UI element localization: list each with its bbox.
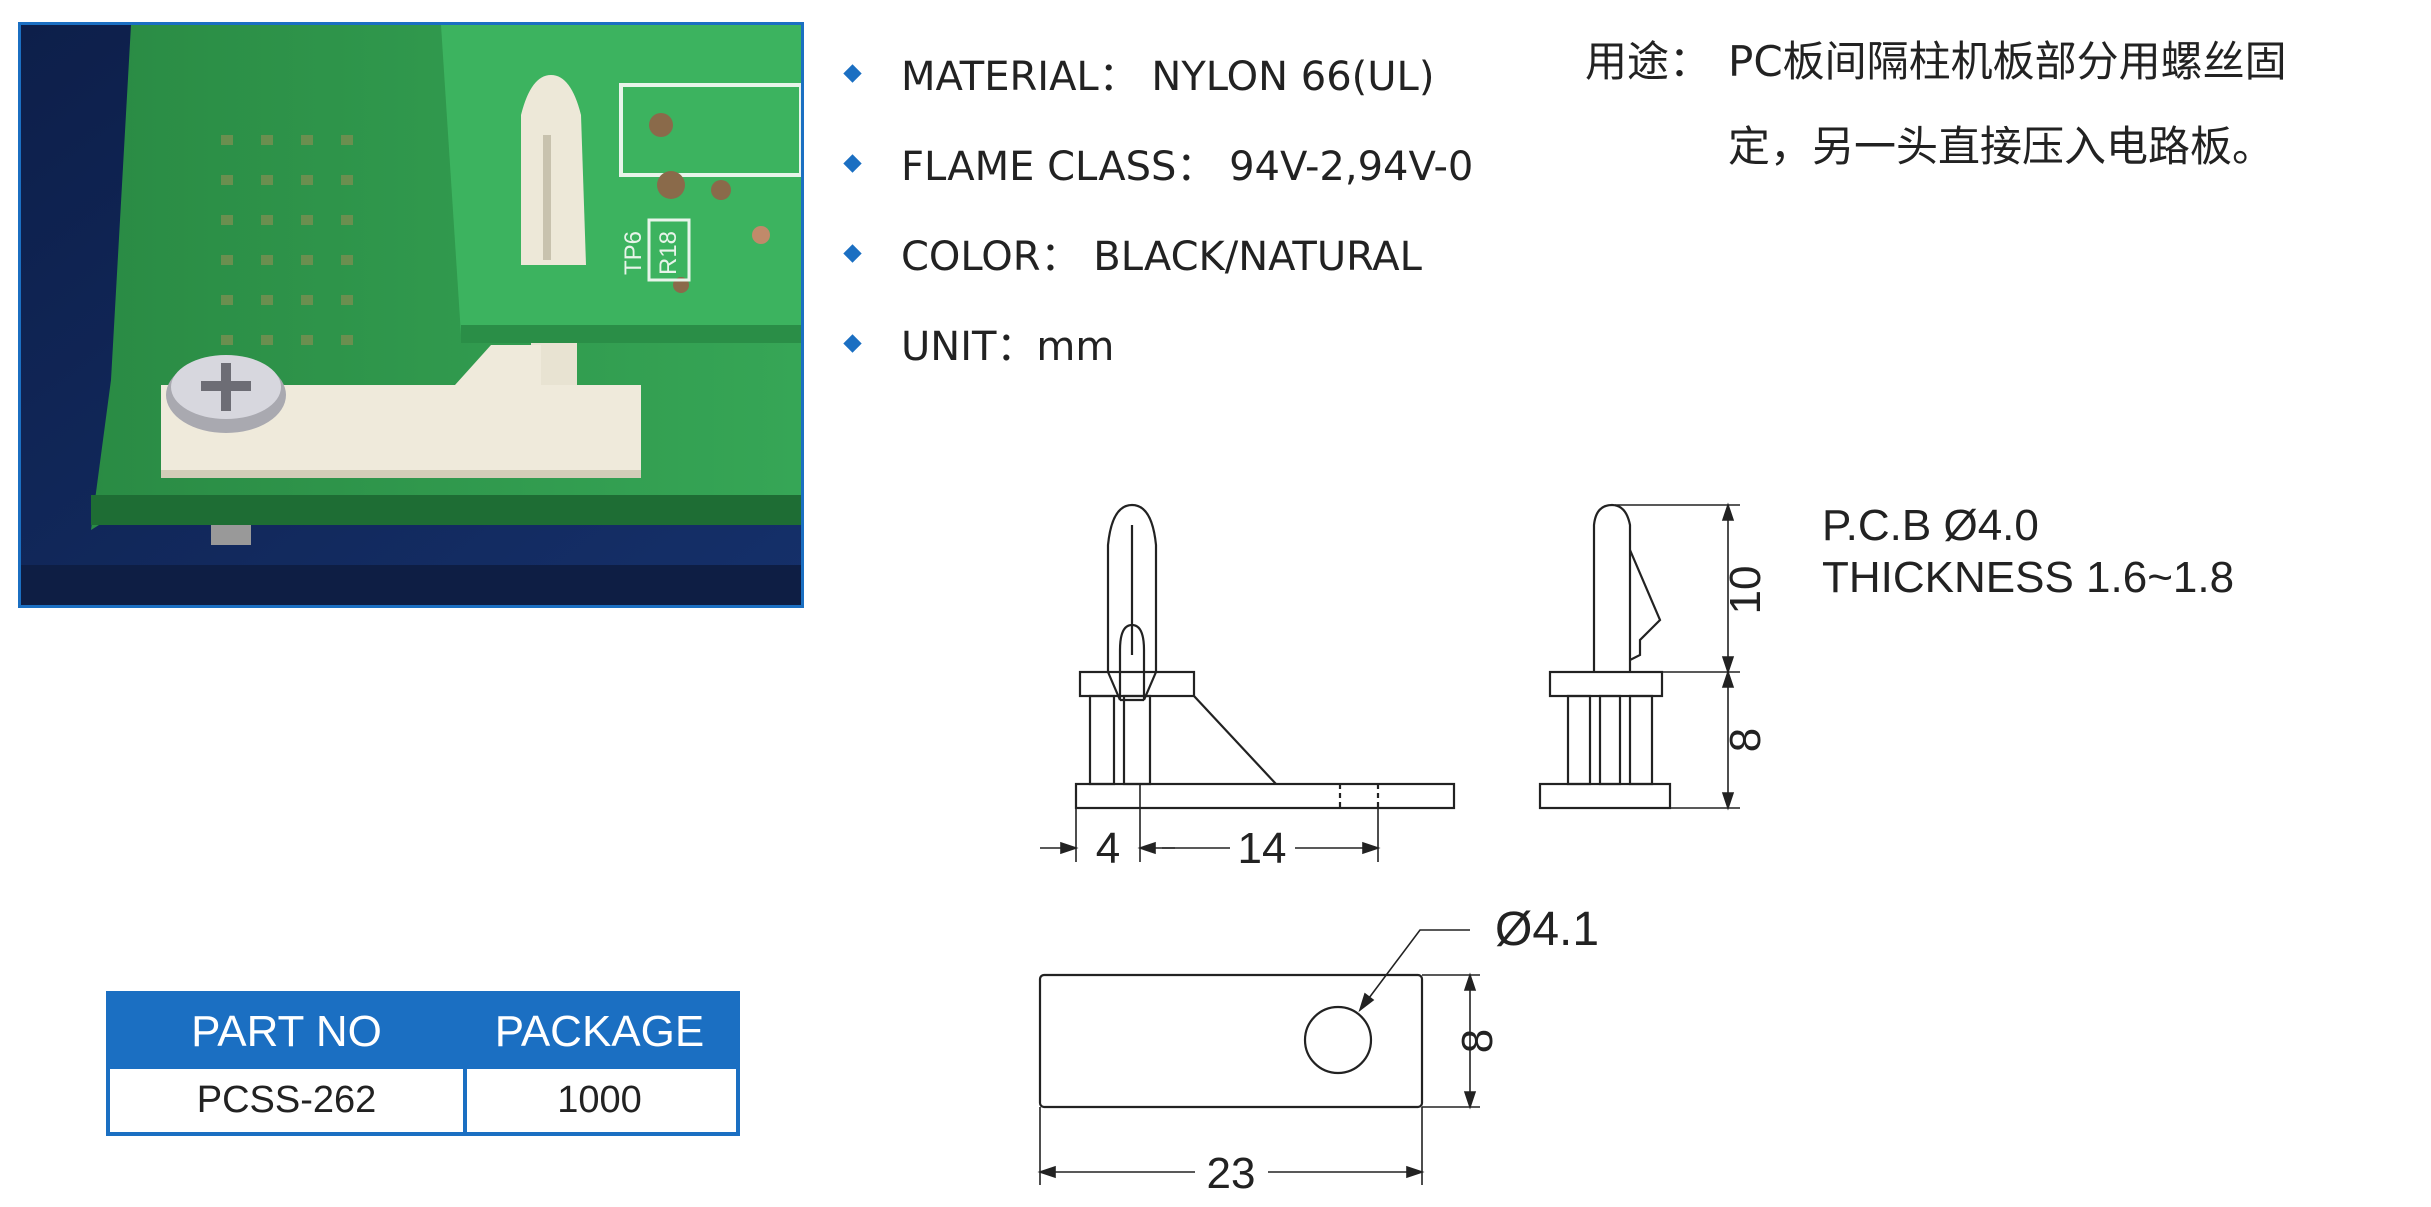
part-table-header [110, 995, 736, 1069]
spec-color-text: COLOR： BLACK/NATURAL [901, 234, 1422, 280]
part-table: PART NO PACKAGE PCSS-262 1000 [106, 991, 740, 1136]
dim-14-label: 14 [1238, 824, 1287, 873]
pcb-label-r18: R18 [655, 231, 682, 275]
pcb-thickness-label: THICKNESS 1.6~1.8 [1822, 553, 2234, 602]
spec-unit: UNIT：mm [840, 298, 1473, 388]
dim-23-label: 23 [1207, 1149, 1256, 1198]
front-view [1074, 503, 1456, 810]
part-no-value: PCSS-262 [196, 1079, 377, 1121]
usage-line-1: PC板间隔柱机板部分用螺丝固 [1728, 37, 2287, 86]
dim-hole-label: Ø4.1 [1495, 903, 1599, 956]
package-value: 1000 [557, 1079, 642, 1121]
front-dimensions [1040, 784, 1381, 862]
side-view [1538, 503, 1672, 810]
pcb-hole-label: P.C.B Ø4.0 [1822, 501, 2039, 550]
table-divider [463, 1069, 467, 1132]
spec-color: COLOR： BLACK/NATURAL [840, 208, 1473, 298]
bottom-view [1038, 973, 1424, 1109]
side-dimensions [1615, 502, 1740, 811]
pcb-label-tp6: TP6 [620, 231, 647, 275]
part-no-header: PART NO [191, 1007, 382, 1056]
spec-flame-class-text: FLAME CLASS： 94V-2,94V-0 [901, 144, 1474, 190]
usage-line-2: 定，另一头直接压入电路板。 [1728, 122, 2275, 171]
spec-material-text: MATERIAL： NYLON 66(UL) [901, 54, 1435, 100]
usage-label: 用途： [1585, 37, 1712, 86]
spec-material: MATERIAL： NYLON 66(UL) [840, 28, 1473, 118]
spec-unit-text: UNIT：mm [901, 324, 1115, 370]
spec-flame-class: FLAME CLASS： 94V-2,94V-0 [840, 118, 1473, 208]
dim-8-side-label: 8 [1721, 728, 1770, 752]
product-photo: TP6 R18 [18, 22, 804, 608]
package-header: PACKAGE [494, 1007, 705, 1056]
dim-10-label: 10 [1721, 566, 1770, 615]
dim-8-bottom-label: 8 [1453, 1029, 1502, 1053]
dim-4-label: 4 [1096, 824, 1120, 873]
pcb-photo-illustration: TP6 R18 [21, 25, 801, 605]
bottom-dimensions [1037, 929, 1480, 1185]
spec-list: MATERIAL： NYLON 66(UL) FLAME CLASS： 94V-… [840, 28, 1473, 388]
